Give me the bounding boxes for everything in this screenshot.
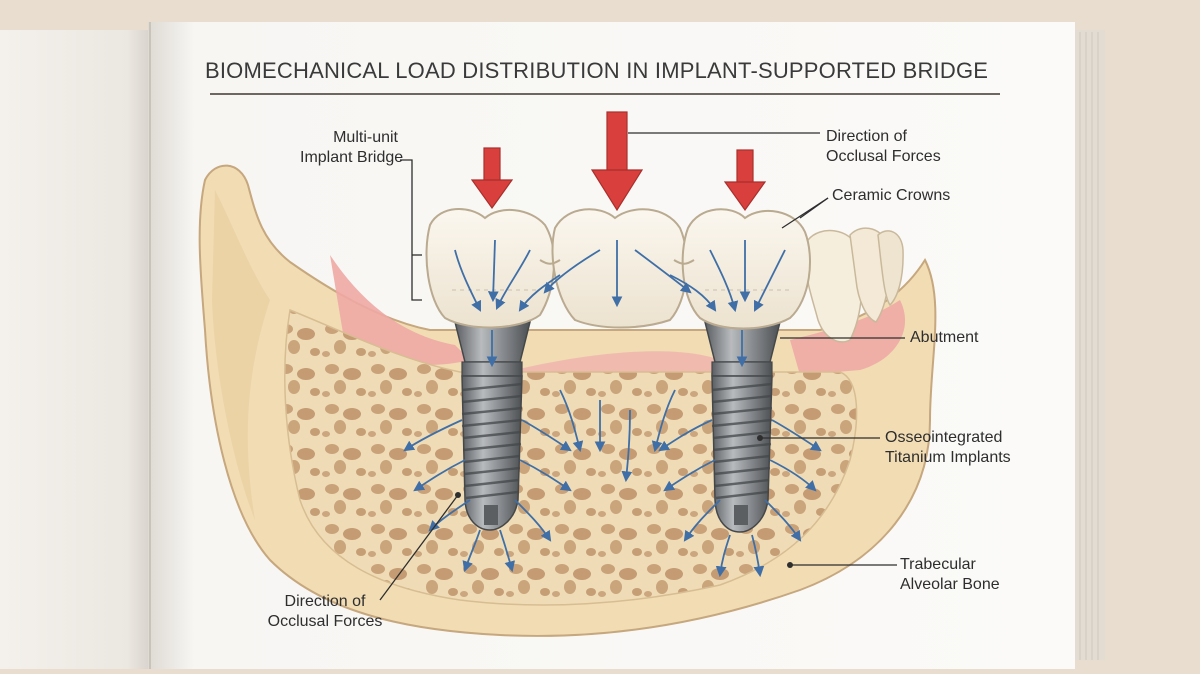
natural-teeth — [804, 227, 904, 343]
label-ceramic-crowns: Ceramic Crowns — [832, 186, 950, 206]
page-title: BIOMECHANICAL LOAD DISTRIBUTION IN IMPLA… — [205, 58, 989, 83]
label-force-direction-top: Direction of Occlusal Forces — [826, 127, 941, 167]
label-multi-unit-bridge: Multi-unit Implant Bridge — [300, 128, 404, 168]
red-down-arrow-icon — [470, 147, 514, 210]
occlusal-force-arrows — [470, 111, 767, 212]
label-line: Ceramic Crowns — [832, 187, 951, 204]
label-trabecular-bone: Trabecular Alveolar Bone — [900, 555, 1000, 595]
label-line: Alveolar Bone — [900, 576, 1000, 593]
label-line: Direction of — [284, 593, 366, 610]
implant-right — [704, 321, 781, 533]
label-line: Abutment — [910, 329, 979, 346]
bridge-crowns — [425, 207, 811, 330]
label-abutment: Abutment — [910, 328, 978, 348]
title-divider — [210, 93, 1000, 95]
gum-tissue — [330, 255, 470, 365]
red-down-arrow-icon — [590, 111, 644, 212]
crown-right — [681, 208, 811, 330]
label-line: Titanium Implants — [885, 449, 1011, 466]
stress-flow-arrows — [403, 239, 822, 578]
label-line: Trabecular — [900, 556, 976, 573]
label-titanium-implants: Osseointegrated Titanium Implants — [885, 428, 1011, 468]
label-line: Multi-unit — [333, 129, 398, 146]
label-force-direction-bottom: Direction of Occlusal Forces — [255, 592, 395, 632]
label-line: Direction of — [826, 128, 907, 145]
label-line: Osseointegrated — [885, 429, 1003, 446]
label-line: Occlusal Forces — [267, 613, 383, 630]
red-down-arrow-icon — [723, 149, 767, 212]
label-line: Occlusal Forces — [826, 148, 941, 165]
crown-left — [425, 207, 556, 329]
label-line: Implant Bridge — [300, 149, 404, 166]
leader-lines — [379, 132, 905, 601]
